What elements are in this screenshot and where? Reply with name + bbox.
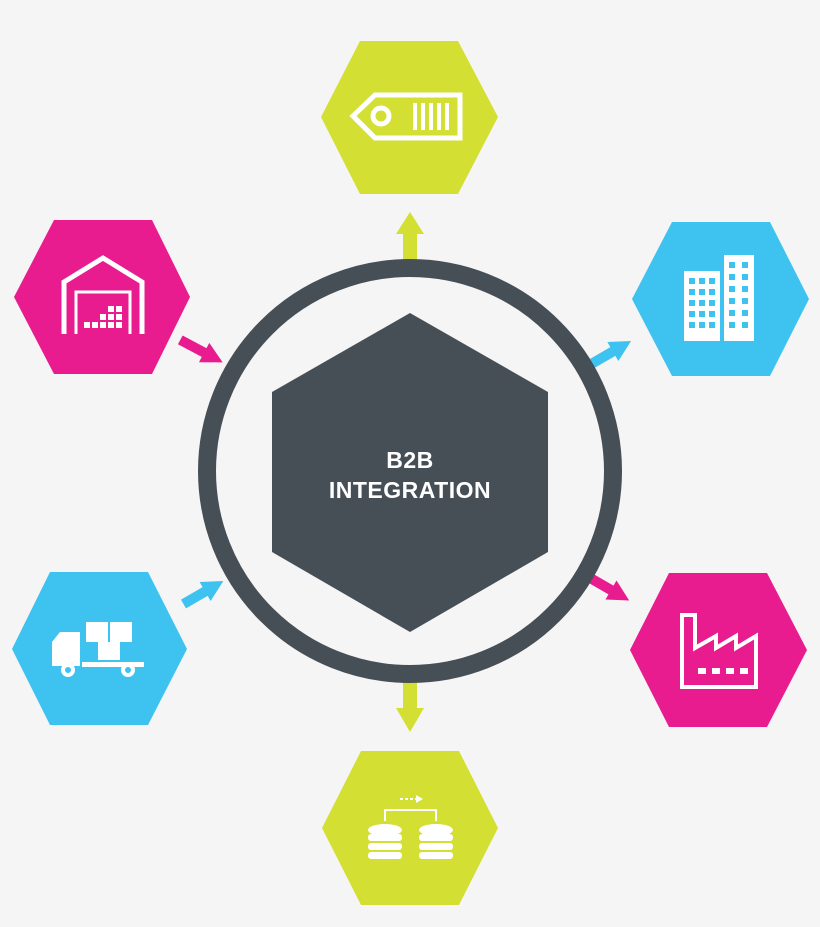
node-bottom-left (12, 572, 187, 725)
central-ring (198, 259, 622, 683)
database-sync-icon (368, 795, 453, 859)
arrow-bottom-left (180, 581, 224, 609)
center-label-line1: B2B (386, 447, 434, 473)
node-bottom (322, 751, 498, 905)
center-label: B2B INTEGRATION (270, 445, 550, 505)
warehouse-icon (61, 255, 145, 334)
arrow-top-right (588, 341, 632, 369)
hexagon-top (321, 41, 498, 194)
arrow-down (396, 682, 424, 732)
arrow-top-left (177, 335, 223, 363)
center-label-line2: INTEGRATION (328, 477, 492, 503)
node-top (321, 41, 498, 194)
office-buildings-icon (684, 255, 754, 341)
node-top-left (14, 220, 190, 374)
node-bottom-right (630, 573, 807, 727)
hexagon-top-right (632, 222, 809, 376)
arrow-bottom-right (588, 574, 630, 601)
hexagon-bottom (322, 751, 498, 905)
node-top-right (632, 222, 809, 376)
factory-icon (680, 613, 758, 689)
arrow-up (396, 212, 424, 262)
delivery-truck-icon (52, 622, 144, 677)
hexagon-bottom-right (630, 573, 807, 727)
arrows (177, 212, 632, 732)
hexagon-top-left (14, 220, 190, 374)
barcode-tag-icon (349, 92, 463, 141)
center-hexagon (272, 313, 548, 632)
